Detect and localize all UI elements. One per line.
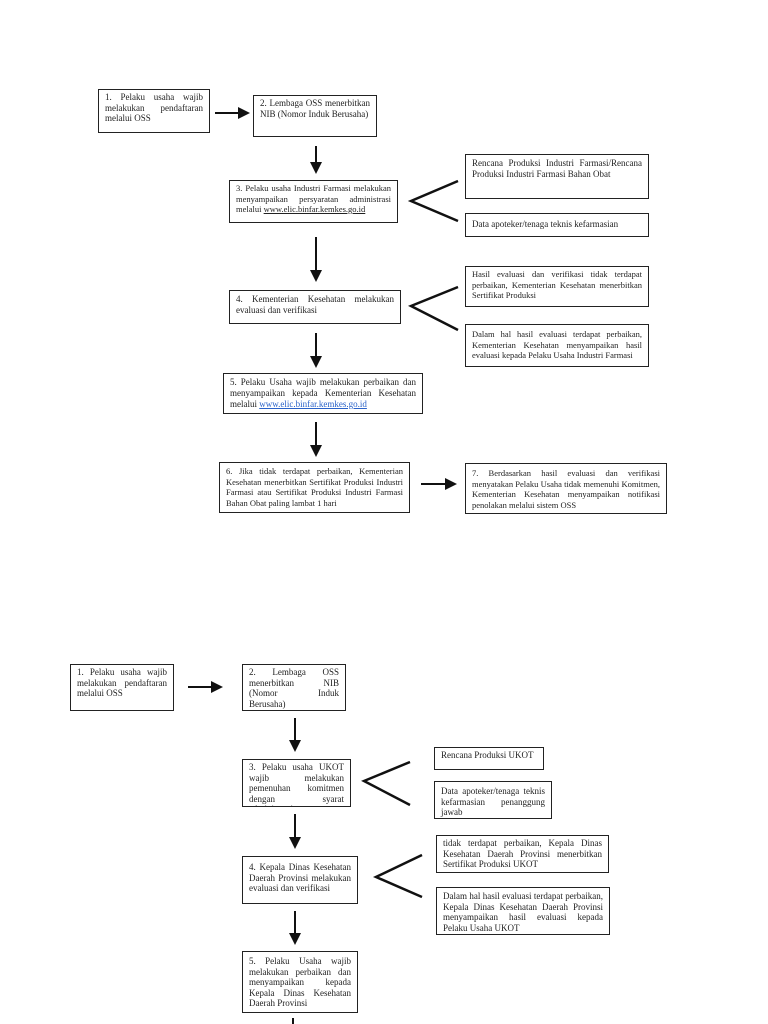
d2-step-4-box: 4. Kepala Dinas Kesehatan Daerah Provins…: [242, 856, 358, 904]
d1-requirement-1-box: Rencana Produksi Industri Farmasi/Rencan…: [465, 154, 649, 199]
d1-result-1-text: Hasil evaluasi dan verifikasi tidak terd…: [472, 269, 642, 300]
d2-requirement-2-text: Data apoteker/tenaga teknis kefarmasian …: [441, 786, 545, 817]
d1-step-3-box: 3. Pelaku usaha Industri Farmasi melakuk…: [229, 180, 398, 223]
d1-step-1-box: 1. Pelaku usaha wajib melakukan pendafta…: [98, 89, 210, 133]
d2-result-2-text: Dalam hal hasil evaluasi terdapat perbai…: [443, 891, 603, 933]
d2-result-2-box: Dalam hal hasil evaluasi terdapat perbai…: [436, 887, 610, 935]
d1-step-5-link[interactable]: www.elic.binfar.kemkes.go.id: [259, 399, 367, 409]
d2-step-2-text: 2. Lembaga OSS menerbitkan NIB (Nomor In…: [249, 667, 339, 709]
d2-step-3-box: 3. Pelaku usaha UKOT wajib melakukan pem…: [242, 759, 351, 807]
d1-result-2-box: Dalam hal hasil evaluasi terdapat perbai…: [465, 324, 649, 367]
d2-result-1-text: tidak terdapat perbaikan, Kepala Dinas K…: [443, 838, 602, 869]
d1-result-2-text: Dalam hal hasil evaluasi terdapat perbai…: [472, 329, 642, 360]
branch2-3: [361, 760, 411, 807]
d2-step-2-box: 2. Lembaga OSS menerbitkan NIB (Nomor In…: [242, 664, 346, 711]
d1-step-2-text: 2. Lembaga OSS menerbitkan NIB (Nomor In…: [260, 98, 370, 119]
branch-3: [407, 179, 459, 223]
d2-step-1-box: 1. Pelaku usaha wajib melakukan pendafta…: [70, 664, 174, 711]
d1-step-6-box: 6. Jika tidak terdapat perbaikan, Kement…: [219, 462, 410, 513]
d2-step-5-box: 5. Pelaku Usaha wajib melakukan perbaika…: [242, 951, 358, 1013]
d2-step-4-text: 4. Kepala Dinas Kesehatan Daerah Provins…: [249, 862, 351, 893]
d2-step-1-text: 1. Pelaku usaha wajib melakukan pendafta…: [77, 667, 167, 698]
d2-requirement-2-box: Data apoteker/tenaga teknis kefarmasian …: [434, 781, 552, 819]
d2-step-5-text: 5. Pelaku Usaha wajib melakukan perbaika…: [249, 956, 351, 1008]
d1-result-1-box: Hasil evaluasi dan verifikasi tidak terd…: [465, 266, 649, 307]
d1-step-5-text: 5. Pelaku Usaha wajib melakukan perbaika…: [230, 377, 416, 409]
branch-4: [407, 285, 459, 332]
d2-requirement-1-text: Rencana Produksi UKOT: [441, 750, 534, 760]
d1-step-3-text: 3. Pelaku usaha Industri Farmasi melakuk…: [236, 183, 391, 214]
d2-step-3-text: 3. Pelaku usaha UKOT wajib melakukan pem…: [249, 762, 344, 806]
d1-step-4-text: 4. Kementerian Kesehatan melakukan evalu…: [236, 294, 394, 315]
d1-requirement-2-text: Data apoteker/tenaga teknis kefarmasian: [472, 219, 619, 229]
d2-result-1-box: tidak terdapat perbaikan, Kepala Dinas K…: [436, 835, 609, 873]
d1-step-4-box: 4. Kementerian Kesehatan melakukan evalu…: [229, 290, 401, 324]
d1-step-2-box: 2. Lembaga OSS menerbitkan NIB (Nomor In…: [253, 95, 377, 137]
branch2-4: [372, 853, 423, 899]
d2-requirement-1-box: Rencana Produksi UKOT: [434, 747, 544, 770]
d1-requirement-1-text: Rencana Produksi Industri Farmasi/Rencan…: [472, 158, 642, 179]
d1-step-5-box: 5. Pelaku Usaha wajib melakukan perbaika…: [223, 373, 423, 414]
d1-step-1-text: 1. Pelaku usaha wajib melakukan pendafta…: [105, 92, 203, 123]
d1-step-7-box: 7. Berdasarkan hasil evaluasi dan verifi…: [465, 463, 667, 514]
d1-step-6-text: 6. Jika tidak terdapat perbaikan, Kement…: [226, 466, 403, 508]
d1-requirement-2-box: Data apoteker/tenaga teknis kefarmasian: [465, 213, 649, 237]
d1-step-3-link[interactable]: www.elic.binfar.kemkes.go.id: [263, 204, 366, 214]
d1-step-7-text: 7. Berdasarkan hasil evaluasi dan verifi…: [472, 468, 660, 510]
